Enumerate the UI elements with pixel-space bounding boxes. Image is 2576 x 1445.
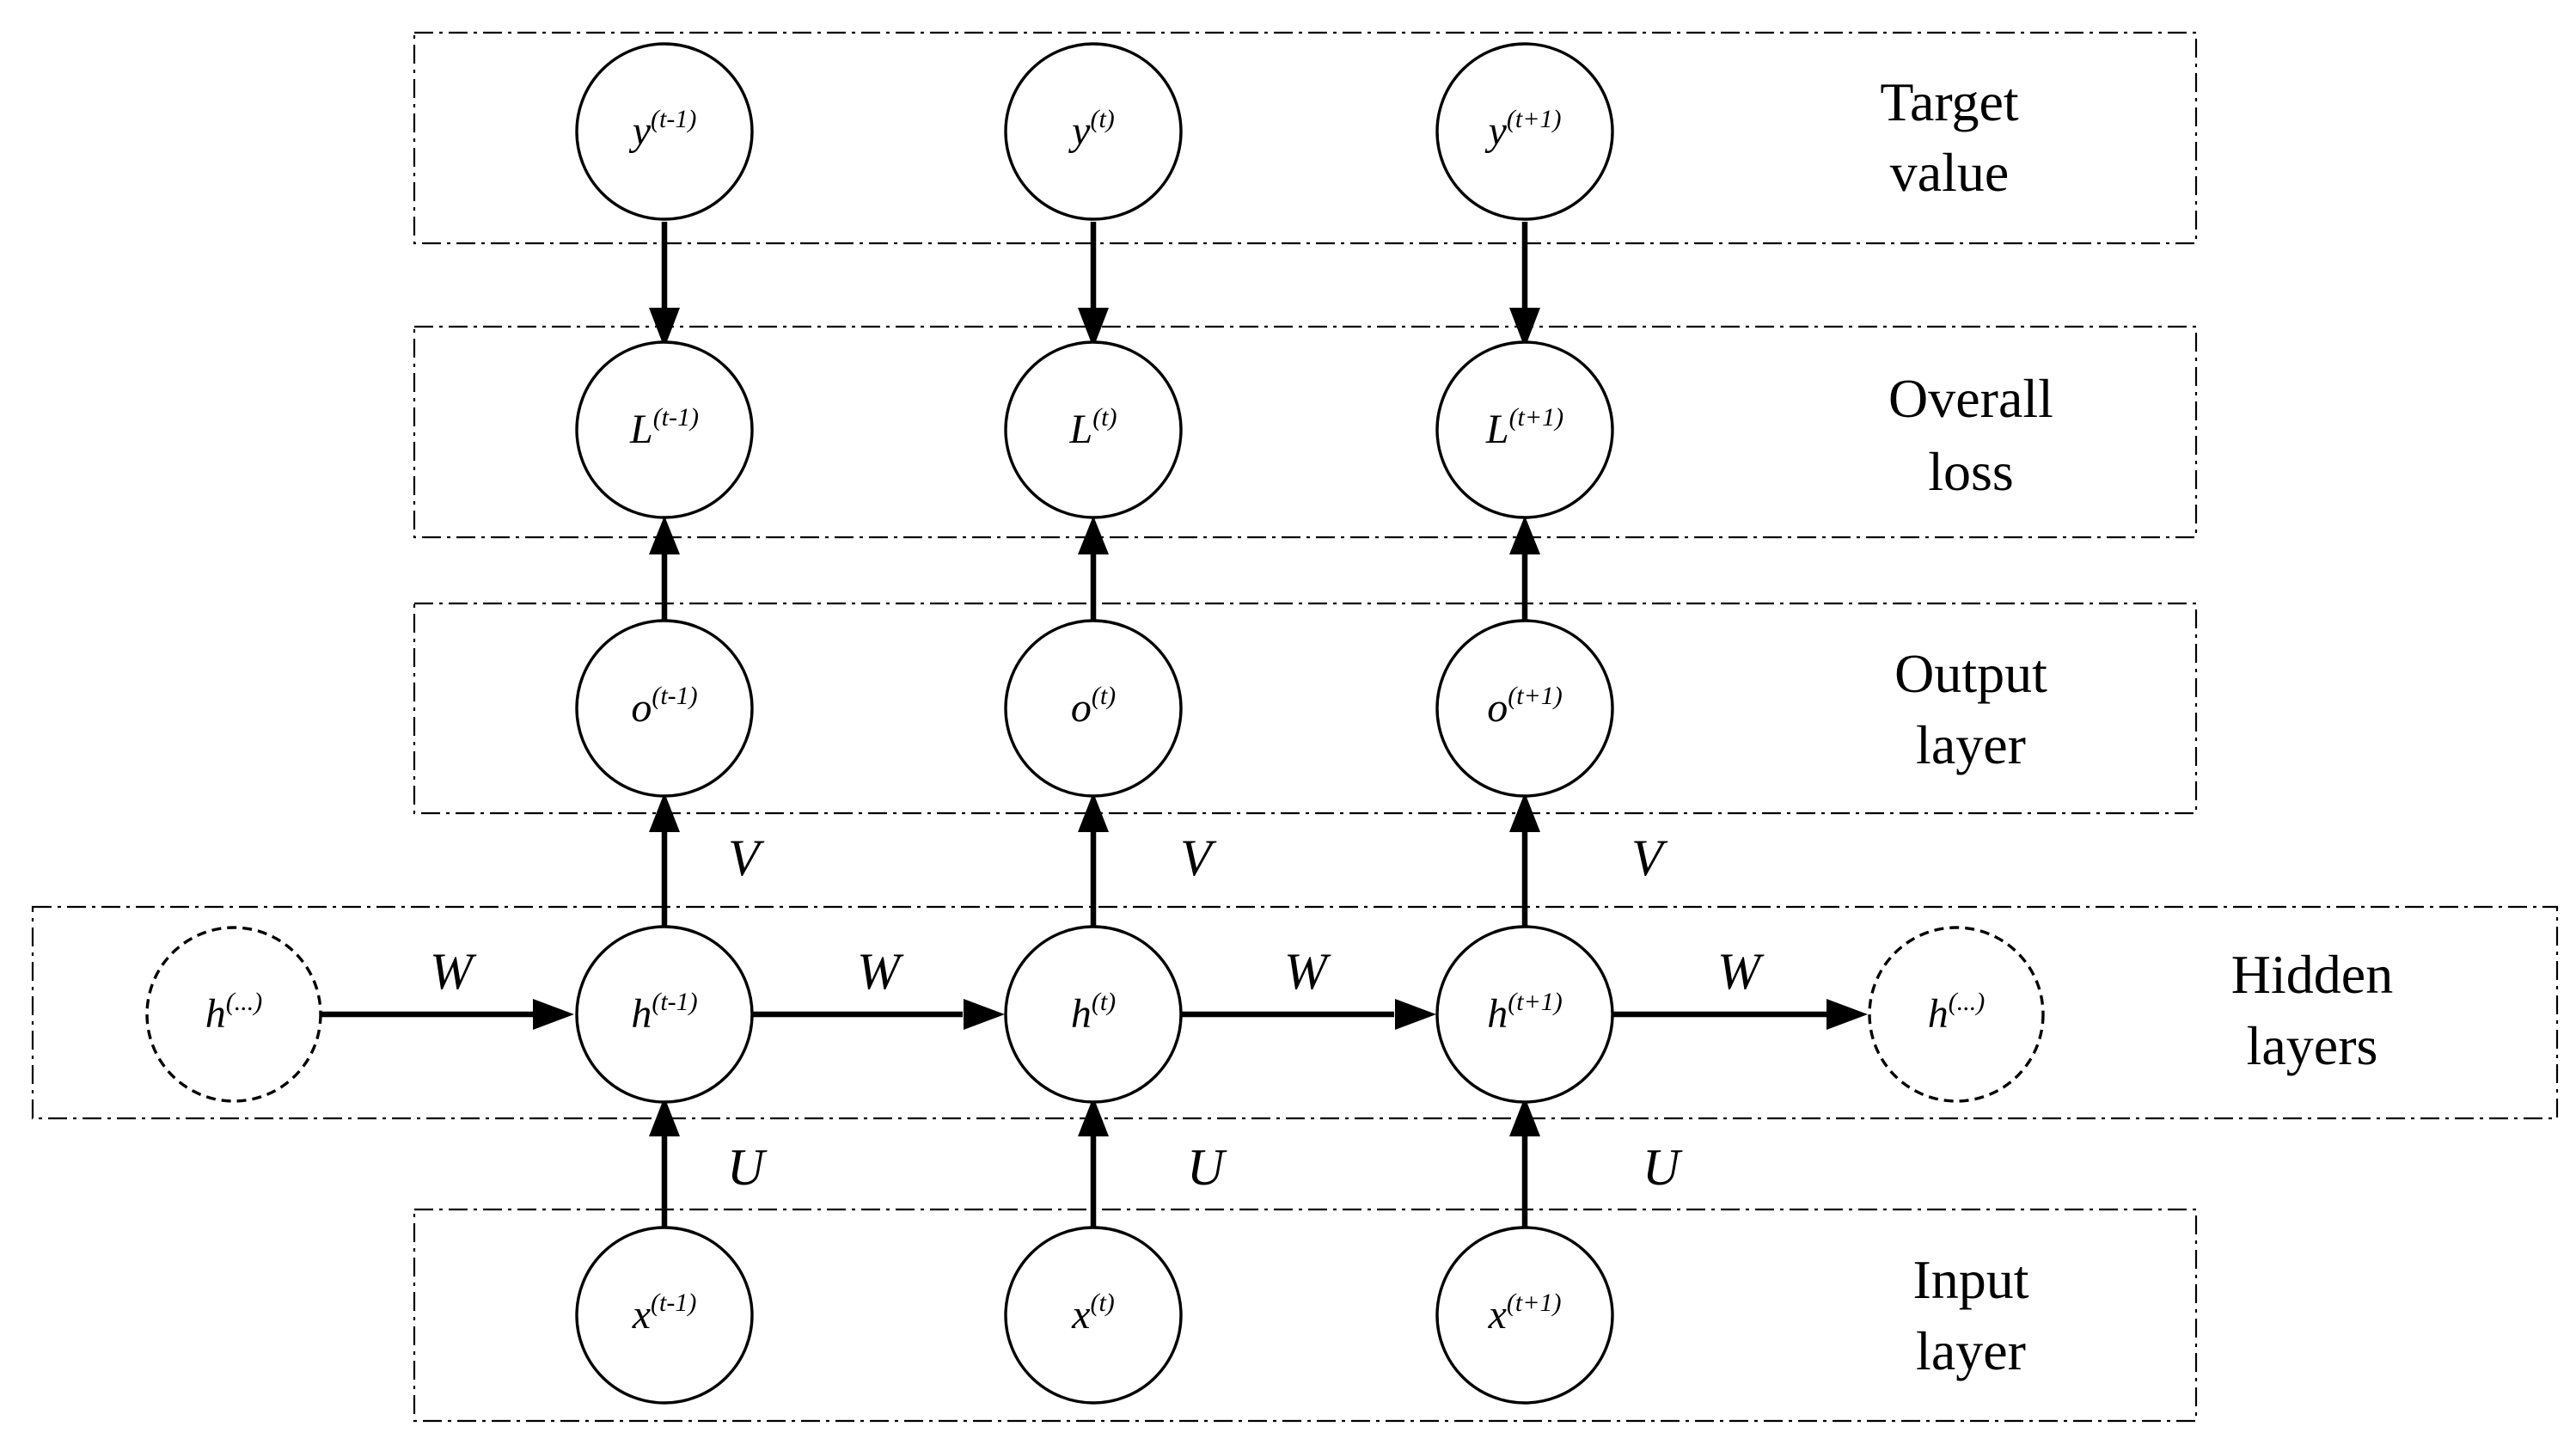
layer-name-output-line1: Output [1894, 643, 2047, 704]
hidden-layer-frame [31, 905, 2559, 1120]
node-h-t-minus-1 [575, 925, 754, 1104]
layer-name-hidden-line2: layers [2247, 1015, 2378, 1076]
arrowhead-y-to-L-3 [1509, 308, 1540, 348]
arrowhead-h-to-o-1 [649, 793, 680, 832]
u-labels: U U U [727, 1139, 1683, 1196]
arrowhead-o-to-L-1 [649, 516, 680, 554]
node-o-t-plus-1-label: o(t+1) [1487, 682, 1563, 731]
node-h-t-plus-1 [1435, 925, 1614, 1104]
node-h-next-ellipsis-label: h(...) [1928, 988, 1985, 1037]
node-y-t-minus-1 [575, 42, 754, 221]
node-y-t-plus-1-label: y(t+1) [1484, 105, 1562, 154]
node-L-t-plus-1 [1435, 340, 1614, 519]
recurrent-edges [321, 999, 1868, 1030]
arrowhead-hprev-to-h1 [533, 999, 574, 1030]
node-L-t-plus-1-label: L(t+1) [1485, 403, 1563, 452]
node-L-t-minus-1-label: L(t-1) [629, 403, 699, 452]
weight-label-v: V [1180, 830, 1217, 886]
layer-name-target-line1: Target [1880, 71, 2019, 132]
node-h-prev-ellipsis-label: h(...) [205, 988, 262, 1037]
layer-names: Target value Overall loss Output layer H… [1880, 71, 2393, 1381]
arrowhead-h-to-o-2 [1078, 793, 1109, 832]
target-nodes: y(t-1) y(t) y(t+1) [575, 42, 1614, 221]
node-x-t-plus-1 [1435, 1226, 1614, 1405]
weight-label-w: W [1717, 943, 1765, 1000]
weight-label-u: U [1187, 1139, 1227, 1196]
layer-name-hidden-line1: Hidden [2231, 944, 2393, 1005]
node-L-t [1004, 340, 1183, 519]
node-x-t [1004, 1226, 1183, 1405]
weight-label-u: U [727, 1139, 768, 1196]
arrowhead-o-to-L-2 [1078, 516, 1109, 554]
node-o-t-minus-1 [575, 619, 754, 798]
arrowhead-x-to-h-2 [1078, 1097, 1109, 1136]
node-y-t-minus-1-label: y(t-1) [628, 105, 697, 154]
node-h-t-label: h(t) [1071, 988, 1116, 1037]
hidden-to-output-edges [649, 793, 1540, 928]
node-L-t-minus-1 [575, 340, 754, 519]
arrowhead-x-to-h-1 [649, 1097, 680, 1136]
output-layer-frame [413, 602, 2198, 815]
weight-label-v: V [728, 830, 765, 886]
arrowhead-h-to-o-3 [1509, 793, 1540, 832]
node-h-t-plus-1-label: h(t+1) [1487, 988, 1563, 1037]
node-x-t-plus-1-label: x(t+1) [1488, 1289, 1562, 1338]
w-labels: W W W W [430, 943, 1765, 1000]
node-o-t-minus-1-label: o(t-1) [631, 682, 697, 731]
layer-name-input-line2: layer [1916, 1320, 2026, 1381]
arrowhead-x-to-h-3 [1509, 1097, 1540, 1136]
arrowhead-h2-to-h3 [1395, 999, 1436, 1030]
arrowhead-y-to-L-2 [1078, 308, 1109, 348]
node-o-t-label: o(t) [1071, 682, 1116, 731]
node-h-prev-ellipsis [145, 926, 322, 1103]
node-x-t-label: x(t) [1071, 1289, 1115, 1338]
layer-name-output-line2: layer [1916, 714, 2026, 775]
node-y-t [1004, 42, 1183, 221]
node-L-t-label: L(t) [1068, 403, 1117, 452]
input-nodes: x(t-1) x(t) x(t+1) [575, 1226, 1614, 1405]
loss-nodes: L(t-1) L(t) L(t+1) [575, 340, 1614, 519]
y-to-loss-edges [649, 222, 1540, 348]
layer-name-target-line2: value [1890, 142, 2010, 203]
arrowhead-o-to-L-3 [1509, 516, 1540, 554]
layer-name-loss-line2: loss [1928, 441, 2014, 502]
arrowhead-h3-to-hnext [1826, 999, 1868, 1030]
weight-label-u: U [1643, 1139, 1683, 1196]
node-y-t-label: y(t) [1068, 105, 1115, 154]
node-h-next-ellipsis [1868, 926, 2045, 1103]
layer-name-input-line1: Input [1912, 1249, 2028, 1310]
node-o-t [1004, 619, 1183, 798]
node-h-t [1004, 925, 1183, 1104]
output-nodes: o(t-1) o(t) o(t+1) [575, 619, 1614, 798]
arrowhead-y-to-L-1 [649, 308, 680, 348]
node-x-t-minus-1-label: x(t-1) [632, 1289, 697, 1338]
weight-label-w: W [430, 943, 477, 1000]
node-x-t-minus-1 [575, 1226, 754, 1405]
node-y-t-plus-1 [1435, 42, 1614, 221]
weight-label-v: V [1631, 830, 1668, 886]
arrowhead-h1-to-h2 [964, 999, 1005, 1030]
output-to-loss-edges [649, 516, 1540, 623]
node-h-t-minus-1-label: h(t-1) [631, 988, 697, 1037]
node-o-t-plus-1 [1435, 619, 1614, 798]
input-to-hidden-edges [649, 1097, 1540, 1231]
weight-label-w: W [1284, 943, 1331, 1000]
layer-name-loss-line1: Overall [1888, 368, 2053, 429]
hidden-nodes: h(...) h(t-1) h(t) h(t+1) h(...) [145, 925, 2045, 1104]
weight-label-w: W [857, 943, 904, 1000]
v-labels: V V V [728, 830, 1668, 886]
